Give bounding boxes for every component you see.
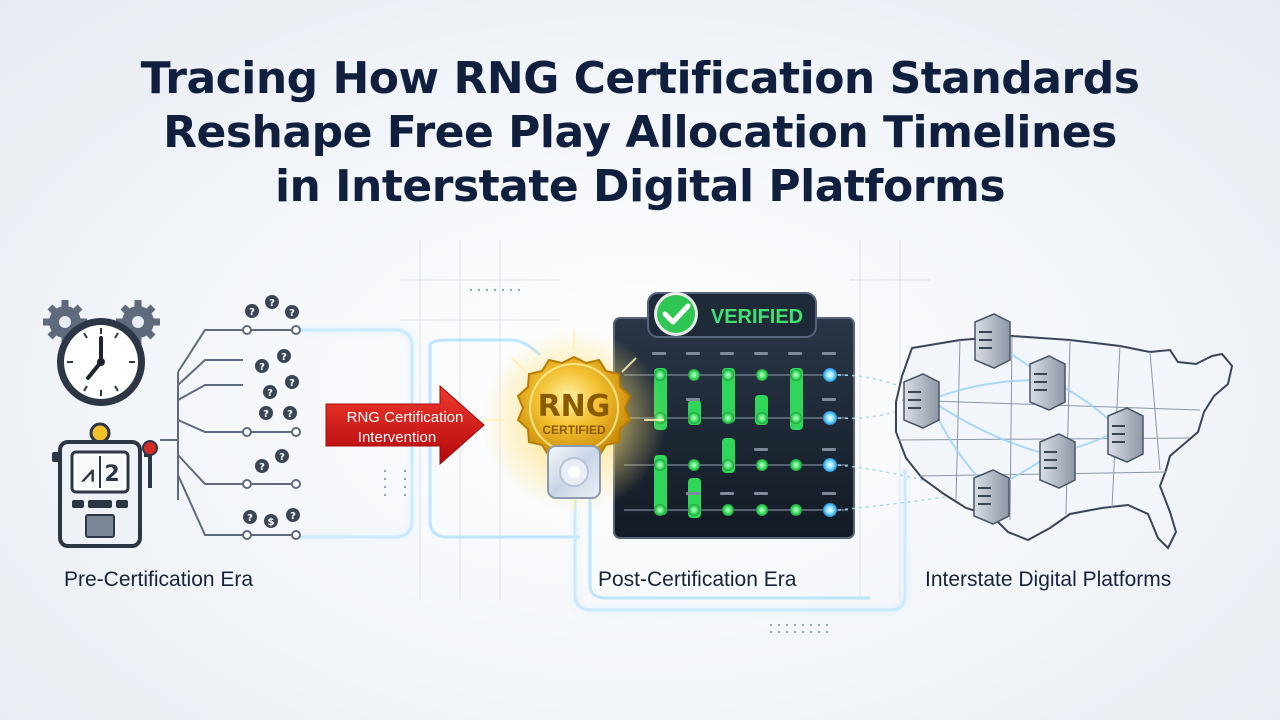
svg-text:?: ? [290,511,296,522]
question-icon: ? [286,508,300,522]
badge-label-line-2: CERTIFIED [542,423,606,437]
title-line-3: in Interstate Digital Platforms [274,161,1006,212]
panel-tick-marks [652,352,836,495]
question-icon: ? [277,349,291,363]
question-icon: ? [259,406,273,420]
server-icon [973,469,1010,525]
svg-text:?: ? [247,513,253,524]
question-icon: ? [263,385,277,399]
checkmark-icon [662,303,691,325]
badge-label-line-1: RNG [538,389,611,424]
pre-certification-label: Pre-Certification Era [64,568,254,591]
server-icon [1039,433,1076,489]
question-icon: ? [275,449,289,463]
question-icon: ? [265,295,279,309]
svg-text:?: ? [249,307,255,318]
panel-nodes [654,368,837,517]
svg-text:?: ? [263,409,269,420]
arrow-label-line-1: RNG Certification [347,409,464,426]
server-icons [903,313,1144,525]
server-icon [903,373,940,429]
svg-text:?: ? [259,362,265,373]
server-icon [1029,355,1066,411]
svg-text:?: ? [289,308,295,319]
intervention-arrow: RNG Certification Intervention [325,384,485,466]
gear-icon [116,300,160,344]
post-certification-label: Post-Certification Era [598,568,797,591]
svg-text:?: ? [281,352,287,363]
question-icon: ? [245,304,259,318]
rng-certified-badge: RNG CERTIFIED [482,328,666,512]
svg-text:?: ? [289,378,295,389]
server-icon [1107,407,1144,463]
question-icon: ? [285,305,299,319]
svg-text:?: ? [267,388,273,399]
question-icon: ? [283,406,297,420]
chip-icon [547,445,601,499]
question-icon: ? [255,359,269,373]
svg-text:?: ? [269,298,275,309]
question-icon: ? [285,375,299,389]
slot-reel-2: 2 [104,462,119,487]
title-line-1: Tracing How RNG Certification Standards [140,53,1140,104]
verified-banner: VERIFIED [647,292,817,338]
slot-machine-icon: ⩘ 2 [52,422,158,548]
svg-text:?: ? [259,462,265,473]
svg-text:?: ? [279,452,285,463]
verified-label: VERIFIED [711,306,803,328]
title-line-2: Reshape Free Play Allocation Timelines [163,107,1117,158]
svg-text:?: ? [287,409,293,420]
arrow-label-line-2: Intervention [358,429,436,446]
uncertain-allocation-tree [160,325,301,540]
interstate-platforms-label: Interstate Digital Platforms [925,568,1172,591]
dotted-connectors [384,289,830,633]
page-title: Tracing How RNG Certification Standards … [0,52,1280,214]
clock-icon [43,300,160,406]
slot-reel-1: ⩘ [81,462,95,487]
question-mark-icons: ? ? ? ? ? ? ? ? ? ? ? ? $ ? [243,295,300,528]
verification-panel [613,317,961,539]
svg-text:$: $ [268,517,275,528]
server-icon [974,313,1011,369]
question-icon: $ [264,514,278,528]
question-icon: ? [255,459,269,473]
question-icon: ? [243,510,257,524]
